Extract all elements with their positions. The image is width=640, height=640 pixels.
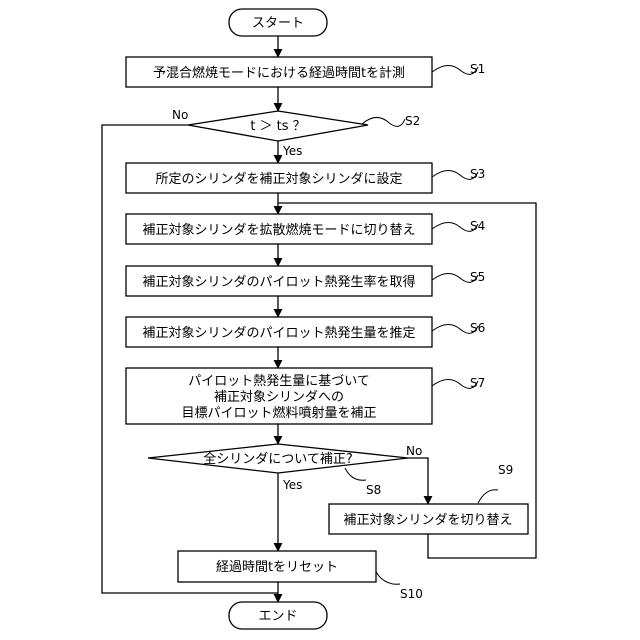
step-s7-line1: パイロット熱発生量に基づいて — [188, 374, 370, 389]
step-s5-label: S5 — [470, 270, 485, 284]
decision-s8-yes: Yes — [282, 478, 302, 492]
step-s4-label: S4 — [470, 219, 485, 233]
step-s9-text: 補正対象シリンダを切り替え — [343, 513, 512, 528]
step-s1-label: S1 — [470, 62, 485, 76]
step-s9-label: S9 — [498, 463, 513, 477]
decision-s8-label: S8 — [366, 483, 381, 497]
decision-s2-no: No — [172, 108, 188, 122]
step-s3-label: S3 — [470, 167, 485, 181]
decision-s2-label: S2 — [405, 114, 420, 128]
step-s7-label: S7 — [470, 376, 485, 390]
step-s3-text: 所定のシリンダを補正対象シリンダに設定 — [155, 171, 402, 187]
step-s10-text: 経過時間tをリセット — [216, 560, 338, 575]
decision-s8-no: No — [406, 444, 422, 458]
step-s6-label: S6 — [470, 321, 485, 335]
step-s10-label: S10 — [400, 587, 423, 601]
step-s6-text: 補正対象シリンダのパイロット熱発生量を推定 — [142, 326, 415, 341]
decision-s8-text: 全シリンダについて補正? — [203, 451, 353, 467]
step-s4-text: 補正対象シリンダを拡散燃焼モードに切り替え — [142, 222, 415, 238]
step-s5-text: 補正対象シリンダのパイロット熱発生率を取得 — [142, 274, 415, 290]
decision-s2-text: t ＞ ts ？ — [250, 119, 305, 134]
step-s1-text: 予混合燃焼モードにおける経過時間tを計測 — [153, 65, 405, 81]
step-s7-line2: 補正対象シリンダへの — [214, 390, 344, 405]
step-s7-line3: 目標パイロット燃料噴射量を補正 — [181, 405, 376, 421]
start-label: スタート — [252, 16, 304, 31]
decision-s2-yes: Yes — [282, 144, 302, 158]
end-label: エンド — [258, 609, 297, 624]
